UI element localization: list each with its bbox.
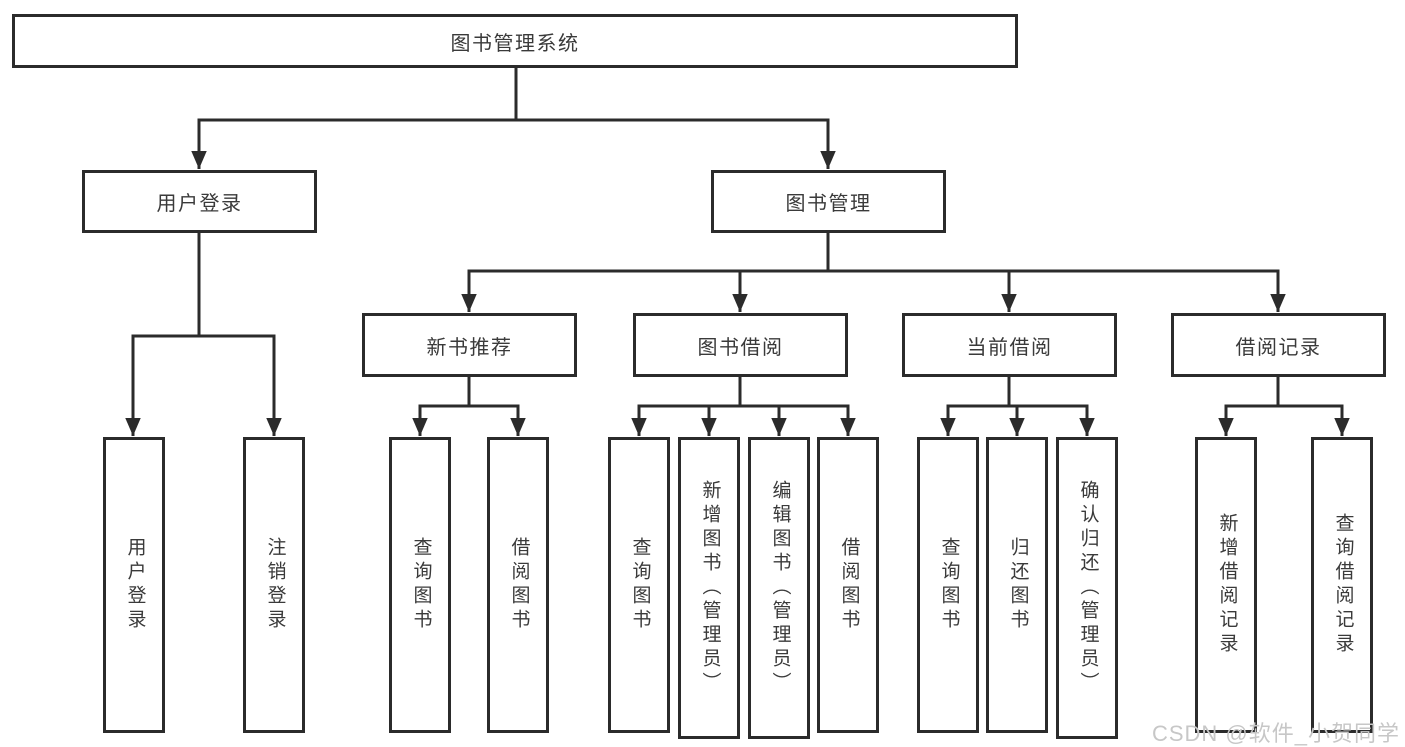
node-leaf-return-books: 归还图书 <box>986 437 1048 733</box>
node-label: 当前借阅 <box>966 336 1053 359</box>
node-label: 归还图书 <box>1007 537 1029 633</box>
node-book-borrowing: 图书借阅 <box>633 313 848 377</box>
node-book-management-module: 图书管理 <box>711 170 946 233</box>
node-new-book-recommendation: 新书推荐 <box>362 313 577 377</box>
connector-user-login-to-leaves <box>125 233 282 436</box>
connector-book-mgmt-to-level3 <box>461 233 1286 312</box>
node-label: 新增图书（管理员） <box>699 480 721 696</box>
node-label: 用户登录 <box>156 193 243 215</box>
node-label: 新书推荐 <box>426 336 513 359</box>
node-label: 查询借阅记录 <box>1332 513 1354 657</box>
node-label: 图书管理系统 <box>450 32 580 55</box>
node-leaf-confirm-return-admin: 确认归还（管理员） <box>1056 437 1118 739</box>
csdn-watermark: CSDN @软件_小贺同学 <box>1151 721 1400 746</box>
node-label: 注销登录 <box>264 537 286 633</box>
connector-root-to-level2 <box>191 68 836 169</box>
node-label: 借阅记录 <box>1235 336 1322 359</box>
node-current-borrowing: 当前借阅 <box>902 313 1117 377</box>
node-user-login-module: 用户登录 <box>82 170 317 233</box>
node-label: 图书借阅 <box>697 336 784 359</box>
node-leaf-user-login: 用户登录 <box>103 437 165 733</box>
node-leaf-query-books-1: 查询图书 <box>389 437 451 733</box>
node-label: 查询图书 <box>410 537 432 633</box>
connector-new-book-rec-to-leaves <box>412 377 526 436</box>
node-label: 用户登录 <box>124 537 146 633</box>
node-leaf-logout: 注销登录 <box>243 437 305 733</box>
connector-book-borrow-to-leaves <box>631 377 856 436</box>
node-borrowing-records: 借阅记录 <box>1171 313 1386 377</box>
node-leaf-borrow-books-2: 借阅图书 <box>817 437 879 733</box>
node-label: 借阅图书 <box>838 537 860 633</box>
node-leaf-query-borrow-record: 查询借阅记录 <box>1311 437 1373 733</box>
node-leaf-add-books-admin: 新增图书（管理员） <box>678 437 740 739</box>
node-leaf-borrow-books-1: 借阅图书 <box>487 437 549 733</box>
node-label: 查询图书 <box>629 537 651 633</box>
node-leaf-add-borrow-record: 新增借阅记录 <box>1195 437 1257 733</box>
node-leaf-edit-books-admin: 编辑图书（管理员） <box>748 437 810 739</box>
node-label: 新增借阅记录 <box>1216 513 1238 657</box>
connector-borrow-record-to-leaves <box>1218 377 1350 436</box>
node-leaf-query-books-3: 查询图书 <box>917 437 979 733</box>
connector-current-borrow-to-leaves <box>940 377 1095 436</box>
node-label: 查询图书 <box>938 537 960 633</box>
node-label: 借阅图书 <box>508 537 530 633</box>
node-label: 确认归还（管理员） <box>1077 480 1099 696</box>
node-library-management-system: 图书管理系统 <box>12 14 1018 68</box>
node-label: 图书管理 <box>785 193 872 215</box>
node-label: 编辑图书（管理员） <box>769 480 791 696</box>
node-leaf-query-books-2: 查询图书 <box>608 437 670 733</box>
